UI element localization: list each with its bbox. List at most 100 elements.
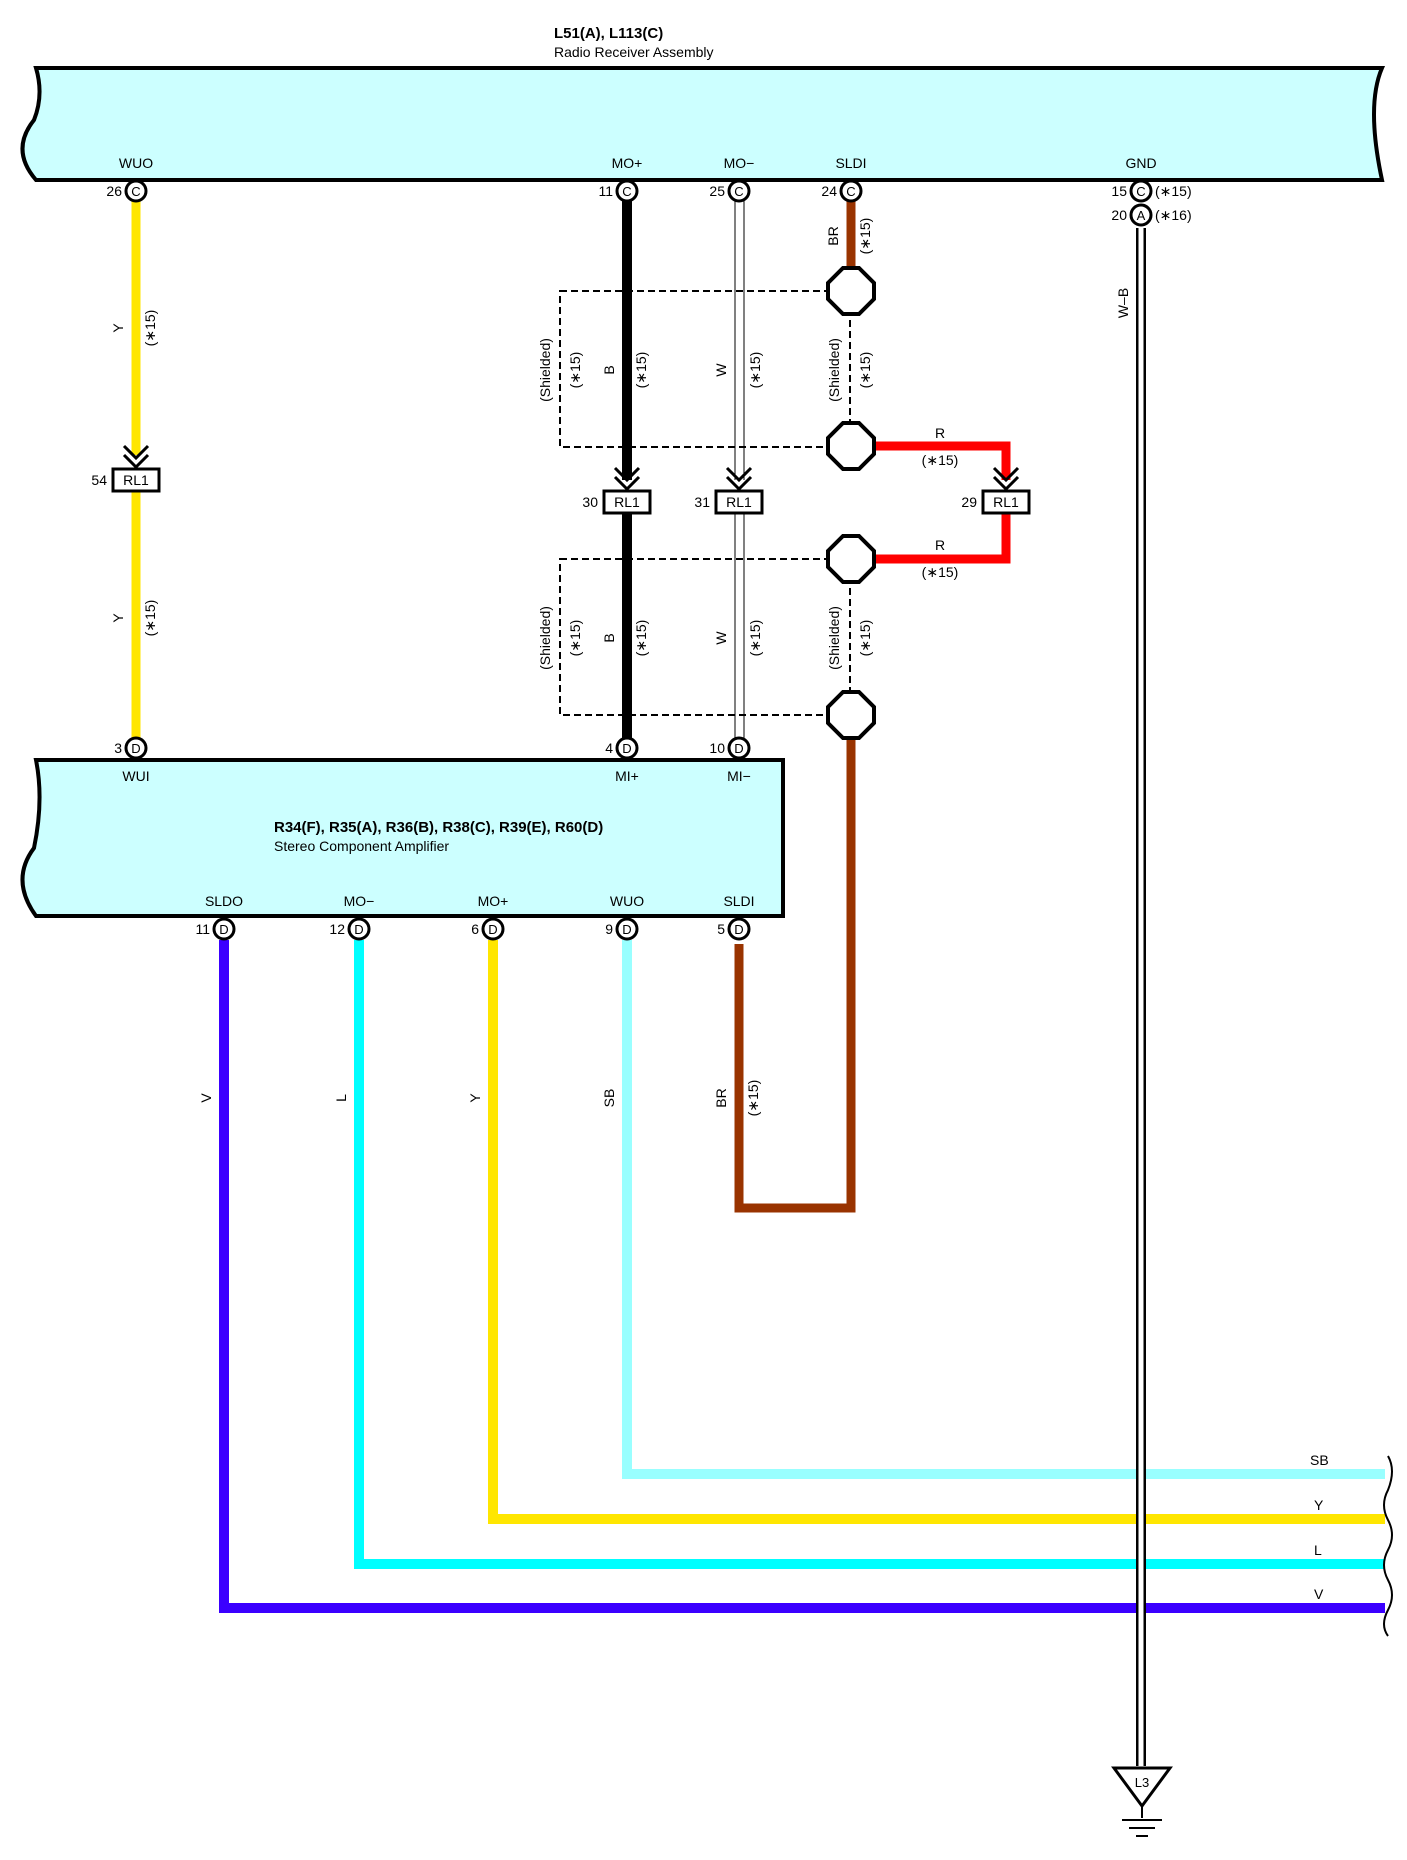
svg-text:(∗15): (∗15) <box>1155 183 1192 199</box>
amp-pin-mop: D 6 <box>471 917 505 941</box>
svg-text:11: 11 <box>195 921 210 937</box>
radio-pin-label-wuo: WUO <box>119 155 153 171</box>
svg-text:54: 54 <box>91 472 107 488</box>
svg-text:3: 3 <box>114 740 122 756</box>
shield-box-upper <box>559 290 851 448</box>
wire-sldo-violet <box>219 940 1385 1613</box>
wire-label-y-upper: Y <box>110 323 126 333</box>
wire-label-v: V <box>198 1093 214 1103</box>
wire-note-br-top: (∗15) <box>857 218 873 255</box>
amp-pin-wui: D 3 <box>114 736 148 760</box>
svg-text:D: D <box>219 922 228 937</box>
amplifier-box <box>20 758 785 918</box>
wire-label-w-lower: W <box>713 631 729 645</box>
junction-30: RL1 30 <box>582 466 652 515</box>
svg-text:RL1: RL1 <box>726 494 752 510</box>
wire-note-r-upper: (∗15) <box>922 452 959 468</box>
wire-label-y-lower: Y <box>110 613 126 623</box>
shield-label-left-lower: (Shielded) <box>537 606 553 670</box>
right-label-v: V <box>1314 1586 1324 1602</box>
amp-pin-label-mom: MO− <box>344 893 375 909</box>
wire-mop-yellow <box>488 940 1385 1524</box>
svg-text:D: D <box>734 741 743 756</box>
junction-29: RL1 29 <box>961 466 1031 515</box>
svg-text:25: 25 <box>709 183 725 199</box>
svg-text:6: 6 <box>471 921 479 937</box>
svg-text:9: 9 <box>605 921 613 937</box>
radio-name: Radio Receiver Assembly <box>554 44 714 60</box>
svg-text:L3: L3 <box>1135 1775 1149 1790</box>
amp-pin-sldi: D 5 <box>717 917 751 941</box>
junction-54: RL1 54 <box>91 444 161 493</box>
shield-octagon-3 <box>826 534 876 584</box>
wire-label-wb: W–B <box>1115 288 1131 318</box>
svg-text:10: 10 <box>709 740 725 756</box>
wire-label-b-upper: B <box>601 365 617 374</box>
svg-text:D: D <box>622 922 631 937</box>
wire-note-y-upper: (∗15) <box>142 310 158 347</box>
svg-text:D: D <box>622 741 631 756</box>
wire-mom-cyan <box>354 940 1385 1569</box>
radio-pin-wuo: C 26 <box>106 179 148 203</box>
radio-receiver-box <box>20 66 1386 182</box>
radio-pin-mop: C 11 <box>598 179 639 203</box>
radio-pin-label-mop: MO+ <box>612 155 643 171</box>
wire-label-r-lower: R <box>935 537 945 553</box>
svg-text:20: 20 <box>1111 207 1127 223</box>
svg-text:12: 12 <box>329 921 345 937</box>
right-label-y: Y <box>1314 1497 1324 1513</box>
shield-note-right-lower: (∗15) <box>857 620 873 657</box>
wire-note-br-bottom: (∗15) <box>745 1080 761 1117</box>
amp-pin-label-sldi: SLDI <box>723 893 754 909</box>
svg-text:C: C <box>131 184 140 199</box>
ground-symbol: L3 <box>1111 1766 1173 1837</box>
svg-text:D: D <box>131 741 140 756</box>
right-label-l: L <box>1314 1542 1322 1558</box>
svg-text:4: 4 <box>605 740 613 756</box>
shield-label-right-upper: (Shielded) <box>826 338 842 402</box>
svg-text:D: D <box>734 922 743 937</box>
svg-text:30: 30 <box>582 494 598 510</box>
wire-wuo-lightblue <box>622 940 1385 1479</box>
amp-pin-label-sldo: SLDO <box>205 893 243 909</box>
svg-text:26: 26 <box>106 183 122 199</box>
radio-pin-gnd: C 15 (∗15) <box>1111 179 1192 203</box>
shield-octagon-4 <box>826 690 876 740</box>
radio-connectors: L51(A), L113(C) <box>554 25 663 42</box>
wire-red-lower <box>870 514 1011 564</box>
radio-pin-gnd2: A 20 (∗16) <box>1111 203 1192 227</box>
amp-pin-label-mip: MI+ <box>615 768 639 784</box>
radio-pin-label-gnd: GND <box>1125 155 1156 171</box>
shield-label-right-lower: (Shielded) <box>826 606 842 670</box>
right-label-sb: SB <box>1310 1452 1329 1468</box>
break-mark <box>1383 1455 1393 1637</box>
shield-octagon-2 <box>826 421 876 471</box>
svg-text:5: 5 <box>717 921 725 937</box>
wire-label-br-top: BR <box>825 226 841 245</box>
radio-pin-label-sldi: SLDI <box>835 155 866 171</box>
svg-text:A: A <box>1137 208 1146 223</box>
svg-text:15: 15 <box>1111 183 1127 199</box>
amp-pin-sldo: D 11 <box>195 917 236 941</box>
amp-pin-label-mop: MO+ <box>478 893 509 909</box>
svg-text:31: 31 <box>694 494 710 510</box>
svg-text:RL1: RL1 <box>614 494 640 510</box>
wire-note-w-upper: (∗15) <box>747 352 763 389</box>
svg-text:C: C <box>1136 184 1145 199</box>
wire-label-b-lower: B <box>601 633 617 642</box>
svg-text:C: C <box>846 184 855 199</box>
svg-text:RL1: RL1 <box>123 472 149 488</box>
wire-note-b-lower: (∗15) <box>633 620 649 657</box>
amp-pin-mim: D 10 <box>709 736 751 760</box>
svg-text:(∗16): (∗16) <box>1155 207 1192 223</box>
amp-pin-label-mim: MI− <box>727 768 751 784</box>
wire-label-br-bottom: BR <box>713 1088 729 1107</box>
amp-pin-label-wui: WUI <box>122 768 149 784</box>
wire-label-sb: SB <box>601 1089 617 1108</box>
wire-label-y-bottom: Y <box>467 1093 483 1103</box>
shield-note-right-upper: (∗15) <box>857 352 873 389</box>
svg-text:RL1: RL1 <box>993 494 1019 510</box>
radio-pin-label-mom: MO− <box>724 155 755 171</box>
shield-octagon-1 <box>826 266 876 316</box>
wire-label-w-upper: W <box>713 363 729 377</box>
